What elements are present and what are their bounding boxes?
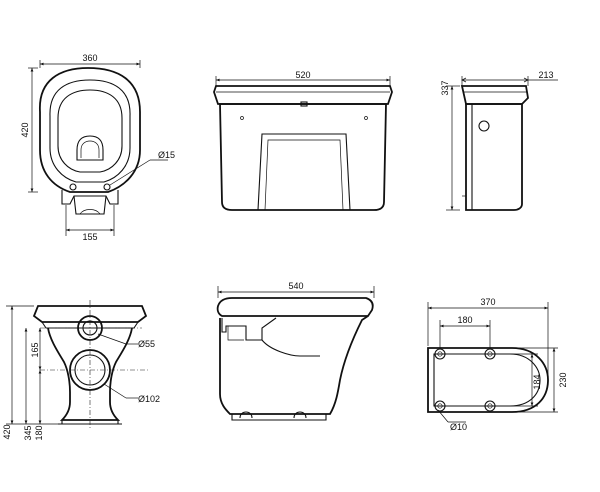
dim-cistern-height: 337: [440, 80, 450, 95]
cistern-side-view: 337 213: [440, 70, 558, 211]
pan-side-view: 540: [216, 281, 375, 421]
dim-seat-width: 360: [82, 53, 97, 63]
dim-base-hole-spacing-x: 180: [457, 315, 472, 325]
dim-front-height: 420: [2, 424, 12, 439]
dim-base-hole-diameter: Ø10: [450, 422, 467, 432]
dim-front-outlet-height: 345: [23, 425, 33, 440]
dim-base-width: 230: [558, 372, 568, 387]
dim-front-base-height: 180: [34, 425, 44, 440]
dim-base-hole-spacing-y: 184: [532, 374, 542, 389]
dim-pan-length: 540: [288, 281, 303, 291]
dim-base-length: 370: [480, 297, 495, 307]
base-footprint-view: 370 180 184 230 Ø10: [427, 297, 568, 432]
top-view-pan: 360 420 Ø15 155: [20, 53, 175, 242]
dim-hole-spacing: 155: [82, 232, 97, 242]
dim-hole-diameter: Ø15: [158, 150, 175, 160]
cistern-front-view: 520: [213, 70, 393, 211]
dim-outlet-center-height: 165: [30, 342, 40, 357]
base-mounting-holes: [434, 348, 496, 412]
dim-cistern-width: 520: [295, 70, 310, 80]
pan-front-view: Ø55 Ø102 420 345 180 165: [2, 300, 160, 441]
dim-outlet-diameter: Ø102: [138, 394, 160, 404]
dim-inlet-diameter: Ø55: [138, 339, 155, 349]
dim-cistern-depth: 213: [538, 70, 553, 80]
dim-seat-depth: 420: [20, 122, 30, 137]
